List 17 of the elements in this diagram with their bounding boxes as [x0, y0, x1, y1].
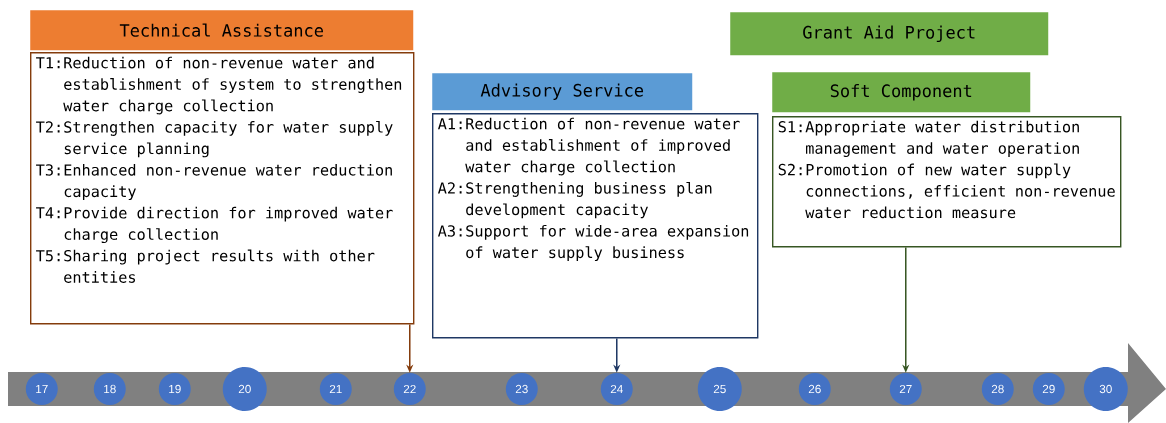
list-item: T1:Reduction of non-revenue water and establishment of system to strengthen water charge collection	[36, 56, 402, 115]
list-item: T5:Sharing project results with other entities	[36, 249, 375, 283]
text-box	[30, 52, 415, 325]
list-item: T2:Strengthen capacity for water supply service planning	[36, 120, 393, 158]
list-item: T4:Provide direction for improved water charge collection	[36, 206, 393, 244]
header-band: Technical Assistance	[30, 10, 414, 51]
list-item: T3:Enhanced non-revenue water reduction capacity	[36, 163, 392, 201]
header-band: Advisory Service	[432, 73, 693, 111]
header-band: Grant Aid Project	[730, 12, 1049, 56]
list-item: A2:Strengthening business plan development capacity	[438, 181, 712, 219]
text-box	[772, 116, 1122, 248]
header-band: Soft Component	[772, 72, 1031, 113]
list-item: A3:Support for wide-area expansion of water supply business	[438, 224, 749, 262]
list-item: S1:Appropriate water distribution management and water operation	[778, 120, 1079, 157]
list-item: A1:Reduction of non-revenue water and establishment of improved water charge collection	[438, 117, 740, 176]
text-box	[432, 113, 759, 339]
list-item: S2:Promotion of new water supply connections, efficient non-revenue water reduction measure	[778, 163, 1115, 219]
